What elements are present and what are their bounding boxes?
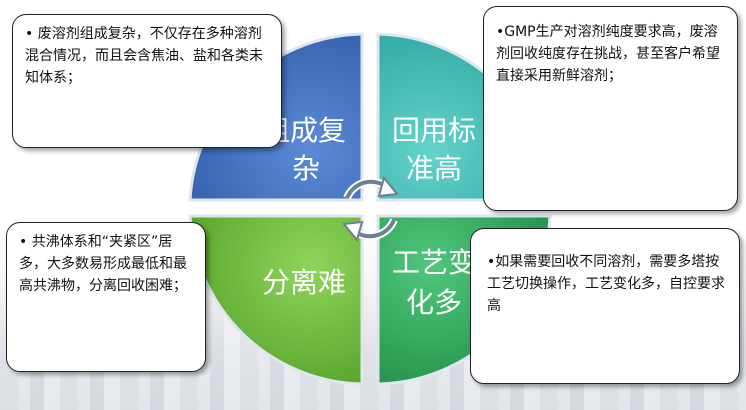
callout-composition-complex: • 废溶剂组成复杂，不仅存在多种溶剂混合情况，而且会含焦油、盐和各类未知体系；	[12, 14, 282, 148]
callout-process-variable: •如果需要回收不同溶剂，需要多塔按工艺切换操作，工艺变化多，自控要求高	[470, 228, 740, 384]
callout-reuse-standard-high: •GMP生产对溶剂纯度要求高，废溶剂回收纯度存在挑战，甚至客户希望直接采用新鲜溶…	[483, 6, 738, 211]
quadrant-bottom-right-line2: 化多	[406, 286, 462, 319]
quadrant-top-right-line2: 准高	[406, 152, 462, 185]
quadrant-top-left-line2: 杂	[292, 152, 320, 185]
quadrant-bottom-left-line1: 分离难	[262, 266, 346, 299]
quadrant-bottom-left	[188, 214, 364, 386]
cycle-arrows-icon	[342, 175, 399, 243]
quadrant-top-right-line1: 回用标	[392, 114, 476, 147]
callout-separation-difficult: • 共沸体系和“夹紧区”居多，大多数易形成最低和最高共沸物，分离回收困难；	[6, 222, 206, 372]
quadrant-bottom-right-line1: 工艺变	[392, 246, 476, 279]
